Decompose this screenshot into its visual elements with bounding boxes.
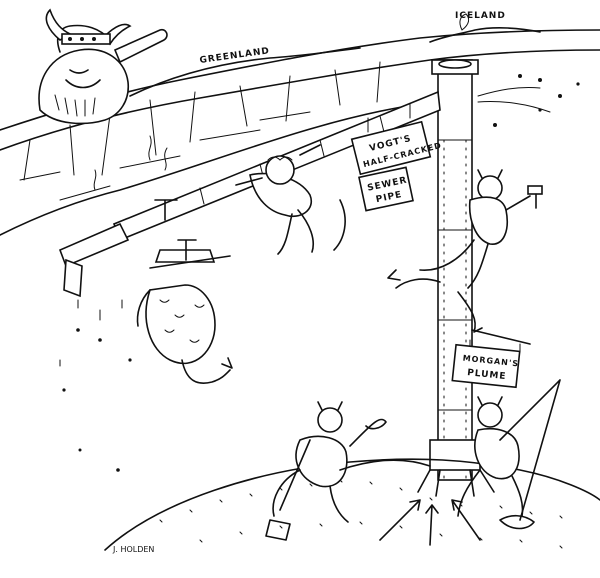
- devil-hanging-on-pipe: [235, 144, 346, 255]
- artist-signature: J. HOLDEN: [112, 545, 154, 554]
- morgan-sign-line2: PLUME: [467, 368, 507, 382]
- devil-with-spade: [457, 379, 561, 521]
- viking-figure: [38, 8, 168, 125]
- iceland-label: ICELAND: [455, 11, 506, 21]
- ground-mound: [104, 458, 600, 551]
- vertical-plume-pipe: [417, 59, 580, 497]
- devil-with-shovel: [265, 401, 431, 541]
- morgan-sign: MORGAN'S PLUME: [451, 329, 531, 389]
- devil-at-valve: [136, 239, 233, 384]
- vogt-sign: VOGT'S HALF-CRACKED: [350, 103, 443, 176]
- devil-with-hammer: [387, 169, 543, 333]
- sewer-sign: SEWER PIPE: [358, 166, 414, 212]
